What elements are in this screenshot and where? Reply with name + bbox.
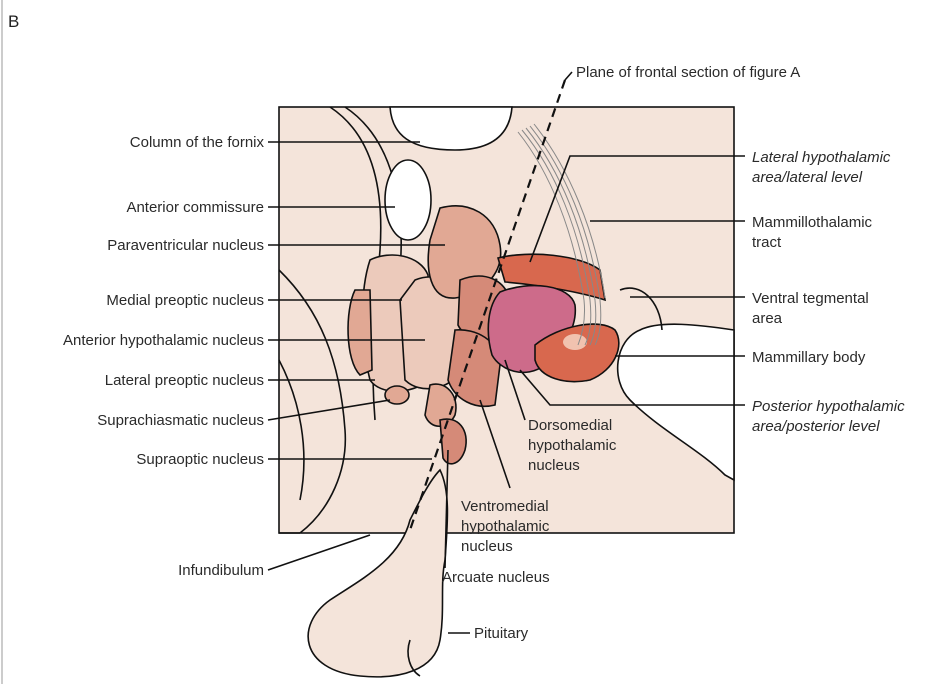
label-mammillothalamic-line1: Mammillothalamic: [752, 214, 873, 231]
label-plane: Plane of frontal section of figure A: [576, 64, 800, 81]
mammillary-highlight: [563, 334, 587, 350]
label-anterior-hypothalamic: Anterior hypothalamic nucleus: [63, 332, 264, 349]
label-lateral-area-line1: Lateral hypothalamic: [752, 149, 891, 166]
label-vta-line2: area: [752, 310, 783, 327]
label-ventromedial-line1: Ventromedial: [461, 498, 549, 515]
panel-letter: B: [8, 12, 19, 31]
label-lateral-preoptic: Lateral preoptic nucleus: [105, 372, 264, 389]
label-infundibulum: Infundibulum: [178, 562, 264, 579]
plane-leader: [565, 72, 572, 80]
label-dorsomedial-line1: Dorsomedial: [528, 417, 612, 434]
label-dorsomedial-line2: hypothalamic: [528, 437, 617, 454]
arcuate-shape: [440, 419, 466, 464]
label-mammillary: Mammillary body: [752, 349, 866, 366]
label-suprachiasmatic: Suprachiasmatic nucleus: [97, 412, 264, 429]
label-paraventricular: Paraventricular nucleus: [107, 237, 264, 254]
anterior-commissure-shape: [385, 160, 431, 240]
suprachiasmatic-shape: [385, 386, 409, 404]
label-column-fornix: Column of the fornix: [130, 134, 265, 151]
label-vta-line1: Ventral tegmental: [752, 290, 869, 307]
label-medial-preoptic: Medial preoptic nucleus: [106, 292, 264, 309]
label-mammillothalamic-line2: tract: [752, 234, 782, 251]
label-dorsomedial-line3: nucleus: [528, 457, 580, 474]
label-anterior-commissure: Anterior commissure: [126, 199, 264, 216]
brain-section: [279, 107, 734, 677]
leader-infundibulum: [268, 535, 370, 570]
label-posterior-area-line1: Posterior hypothalamic: [752, 398, 905, 415]
label-ventromedial-line3: nucleus: [461, 538, 513, 555]
label-ventromedial-line2: hypothalamic: [461, 518, 550, 535]
label-posterior-area-line2: area/posterior level: [752, 418, 880, 435]
label-supraoptic: Supraoptic nucleus: [136, 451, 264, 468]
label-pituitary: Pituitary: [474, 625, 529, 642]
label-arcuate: Arcuate nucleus: [442, 569, 550, 586]
label-lateral-area-line2: area/lateral level: [752, 169, 863, 186]
